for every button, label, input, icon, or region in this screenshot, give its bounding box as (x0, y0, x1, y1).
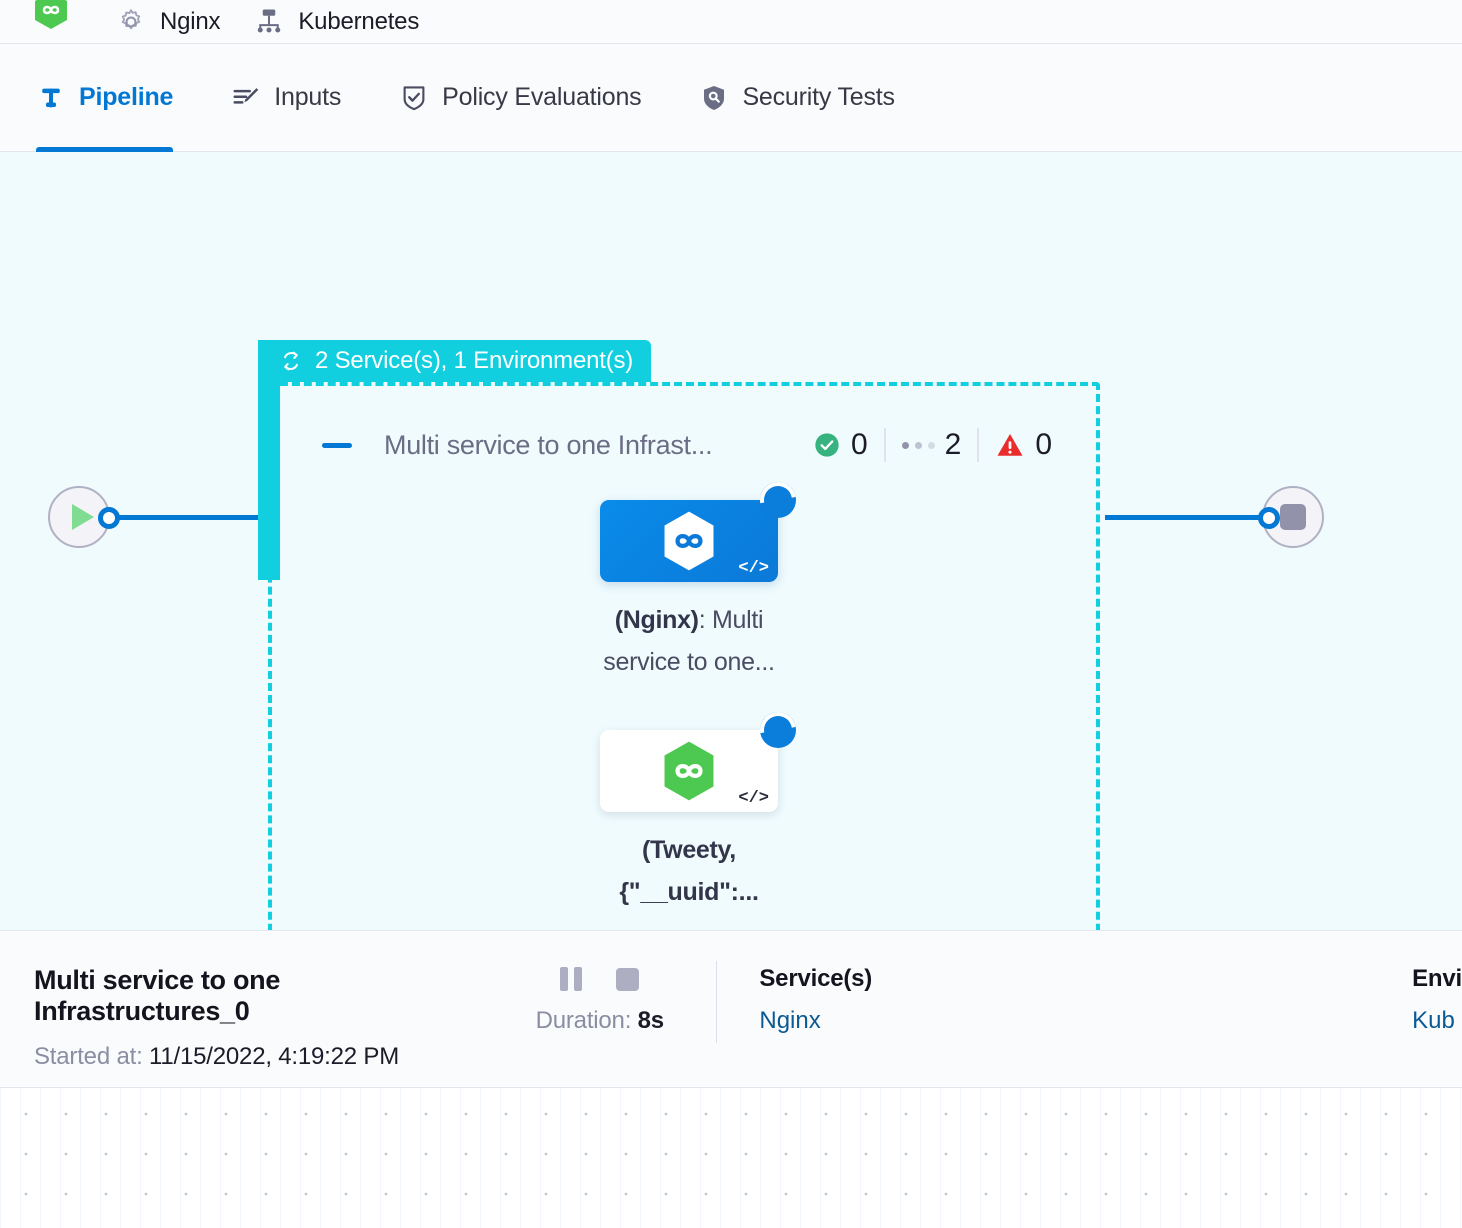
service-node-label: (Nginx): Multi service to one... (584, 599, 794, 683)
counter-running-value: 2 (944, 428, 962, 461)
stage-group-header[interactable]: 2 Service(s), 1 Environment(s) (258, 340, 652, 382)
running-dots-icon (901, 441, 935, 449)
code-icon: </> (738, 789, 769, 808)
code-icon: </> (738, 559, 769, 578)
warning-triangle-icon (997, 434, 1023, 456)
loop-repeat-icon (284, 351, 298, 371)
counter-running: 2 (883, 428, 978, 462)
service-link-nginx[interactable]: Nginx (759, 1007, 821, 1034)
running-spinner-icon (760, 712, 796, 748)
gear-icon (121, 8, 141, 29)
counter-success: 0 (813, 428, 884, 462)
security-shield-icon (704, 85, 725, 110)
start-connector-line (108, 515, 278, 520)
stage-group-label: 2 Service(s), 1 Environment(s) (315, 347, 634, 374)
service-node-nginx[interactable]: </> (Nginx): Multi service to one... (600, 482, 796, 683)
counter-success-value: 0 (850, 428, 868, 461)
policy-shield-icon (403, 85, 425, 110)
tab-pipeline-label: Pipeline (79, 83, 174, 111)
execution-controls (560, 967, 640, 991)
pipeline-studio-canvas[interactable] (0, 1088, 1462, 1228)
service-node-card[interactable]: </> (600, 482, 796, 582)
environments-column: Envi Kub (1412, 965, 1462, 1035)
counter-failed: 0 (977, 428, 1052, 462)
stage-header-row: Multi service to one Infrast... 0 2 (322, 424, 1052, 466)
execution-summary: Multi service to one Infrastructures_0 S… (34, 965, 438, 1071)
inputs-icon (233, 87, 259, 104)
success-check-icon (815, 433, 839, 457)
tab-inputs[interactable]: Inputs (231, 44, 367, 152)
running-spinner-icon (760, 482, 796, 518)
collapse-dash-icon[interactable] (322, 442, 352, 448)
duration-value: 8s (637, 1007, 664, 1034)
harness-hexagon-logo-icon (35, 0, 67, 29)
service-node-label-rest: : Multi service to one... (603, 606, 775, 676)
services-column: Service(s) Nginx (759, 965, 872, 1035)
stage-group-box (268, 382, 1100, 930)
execution-duration: Duration: 8s (535, 1007, 665, 1035)
play-icon (71, 504, 94, 530)
tab-pipeline[interactable]: Pipeline (36, 44, 199, 152)
service-node-label: (Tweety, {"__uuid":... (619, 836, 759, 906)
stage-title: Multi service to one Infrast... (384, 429, 713, 460)
breadcrumb-project[interactable] (34, 0, 82, 34)
harness-hexagon-blue-icon (664, 511, 714, 571)
stop-icon (1280, 504, 1306, 530)
stage-counters: 0 2 0 (813, 425, 1052, 465)
harness-hexagon-green-icon (664, 741, 714, 801)
breadcrumb-service[interactable]: Nginx (116, 7, 221, 37)
execution-details-panel: Multi service to one Infrastructures_0 S… (0, 930, 1462, 1088)
services-heading: Service(s) (759, 965, 873, 992)
tab-policy-evaluations[interactable]: Policy Evaluations (399, 44, 667, 152)
service-node-tweety[interactable]: </> (Tweety, {"__uuid":... (600, 712, 796, 913)
end-connector-line (1105, 515, 1275, 520)
tab-security-tests[interactable]: Security Tests (699, 44, 920, 152)
execution-title: Multi service to one Infrastructures_0 (34, 965, 281, 1026)
pause-icon[interactable] (560, 967, 583, 991)
end-connector-dot[interactable] (1258, 507, 1280, 529)
pipeline-icon (42, 88, 60, 107)
started-at-value: 11/15/2022, 4:19:22 PM (149, 1043, 400, 1070)
service-node-label-bold: (Nginx) (614, 606, 699, 634)
breadcrumb-environment[interactable]: Kubernetes (254, 7, 419, 37)
execution-duration-block: Duration: 8s (518, 965, 682, 1035)
counter-failed-value: 0 (1035, 428, 1052, 461)
pipeline-graph-canvas[interactable]: 2 Service(s), 1 Environment(s) Multi ser… (0, 152, 1462, 930)
tab-security-tests-label: Security Tests (742, 83, 895, 111)
start-node[interactable] (48, 486, 110, 548)
tab-inputs-label: Inputs (274, 83, 342, 111)
breadcrumb-strip: Nginx Kubernetes (0, 0, 1462, 44)
breadcrumb-environment-label: Kubernetes (298, 7, 420, 35)
start-connector-dot[interactable] (98, 507, 120, 529)
environment-link-kubernetes[interactable]: Kub (1412, 1007, 1455, 1034)
breadcrumb-service-label: Nginx (160, 7, 221, 35)
execution-tab-bar: Pipeline Inputs Policy Evaluations Secur… (0, 44, 1462, 152)
stop-icon[interactable] (616, 967, 640, 991)
duration-label: Duration: (535, 1007, 632, 1034)
tab-policy-evaluations-label: Policy Evaluations (442, 83, 642, 111)
execution-started-at: Started at: 11/15/2022, 4:19:22 PM (34, 1043, 438, 1071)
started-at-label: Started at: (34, 1043, 143, 1070)
infrastructure-icon (258, 9, 281, 32)
service-node-card[interactable]: </> (600, 712, 796, 812)
environments-heading: Envi (1412, 965, 1462, 992)
details-divider (715, 961, 718, 1043)
